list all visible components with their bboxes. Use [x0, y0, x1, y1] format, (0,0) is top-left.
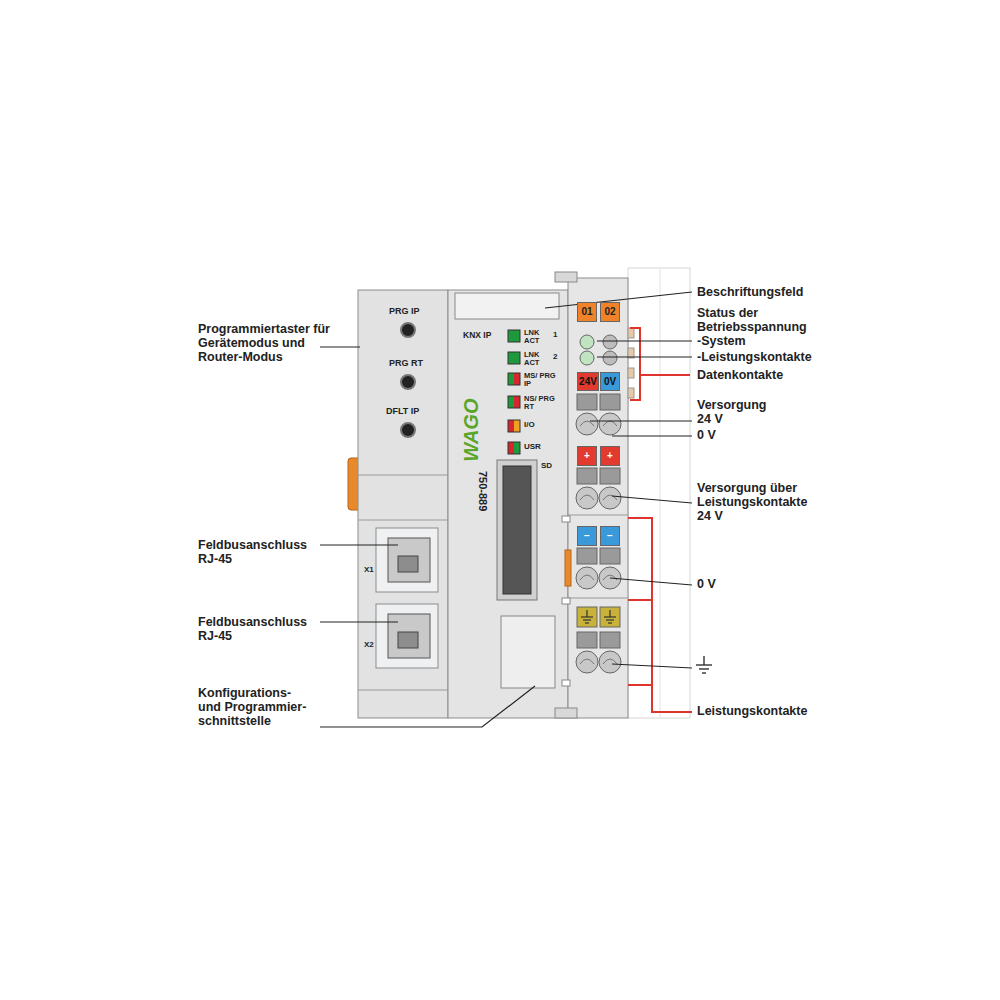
device-label: 750-889: [477, 471, 489, 511]
callout-label: Leistungskontakte: [697, 704, 807, 718]
callout-label: 0 V: [697, 577, 716, 591]
device-label: KNX IP: [463, 331, 491, 340]
terminal-text: −: [584, 531, 590, 541]
device-label: I/O: [524, 421, 535, 429]
terminal-marker: 01: [577, 302, 597, 322]
terminal-marker: 24V: [577, 372, 599, 391]
callout-label: 0 V: [697, 428, 716, 442]
callout-label: Datenkontakte: [697, 368, 783, 382]
callout-label: -System: [697, 334, 746, 348]
terminal-text: 0V: [604, 377, 616, 387]
device-label: LNK ACT: [524, 351, 548, 366]
callout-label: Konfigurations- und Programmier- schnitt…: [198, 686, 308, 728]
callout-label: Feldbusanschluss RJ-45: [198, 538, 308, 566]
terminal-marker: +: [577, 446, 597, 466]
device-label: PRG IP: [389, 306, 420, 316]
device-label: LNK ACT: [524, 329, 548, 344]
callout-label: Status der Betriebsspannung: [697, 306, 815, 334]
terminal-marker: 0V: [600, 372, 620, 391]
device-label: 2: [553, 353, 557, 361]
terminal-marker: 02: [600, 302, 620, 322]
terminal-text: −: [607, 531, 613, 541]
device-label: X1: [364, 566, 374, 574]
terminal-text: 24V: [579, 377, 597, 387]
terminal-text: 01: [581, 307, 592, 317]
device-label: DFLT IP: [386, 406, 419, 416]
terminal-marker: +: [600, 446, 620, 466]
device-label: PRG RT: [389, 358, 423, 368]
terminal-text: +: [607, 451, 613, 461]
ground-symbol: [696, 656, 712, 673]
callout-label: Versorgung über Leistungskontakte 24 V: [697, 481, 815, 523]
device-label: USR: [524, 443, 541, 451]
device-label: 1: [553, 331, 557, 339]
device-label: SD: [541, 462, 552, 470]
device-label: NS/ PRG RT: [524, 395, 558, 410]
terminal-marker: −: [600, 526, 620, 546]
callout-label: -Leistungskontakte: [697, 350, 812, 364]
device-label: MS/ PRG IP: [524, 372, 558, 387]
device-label: X2: [364, 641, 374, 649]
callout-label: Feldbusanschluss RJ-45: [198, 615, 308, 643]
device-label: WAGO: [461, 398, 483, 461]
callout-label: Programmiertaster für Gerätemodus und Ro…: [198, 322, 333, 364]
terminal-text: +: [584, 451, 590, 461]
terminal-text: 02: [604, 307, 615, 317]
terminal-marker: −: [577, 526, 597, 546]
callout-label: Versorgung 24 V: [697, 398, 777, 426]
callout-label: Beschriftungsfeld: [697, 285, 803, 299]
